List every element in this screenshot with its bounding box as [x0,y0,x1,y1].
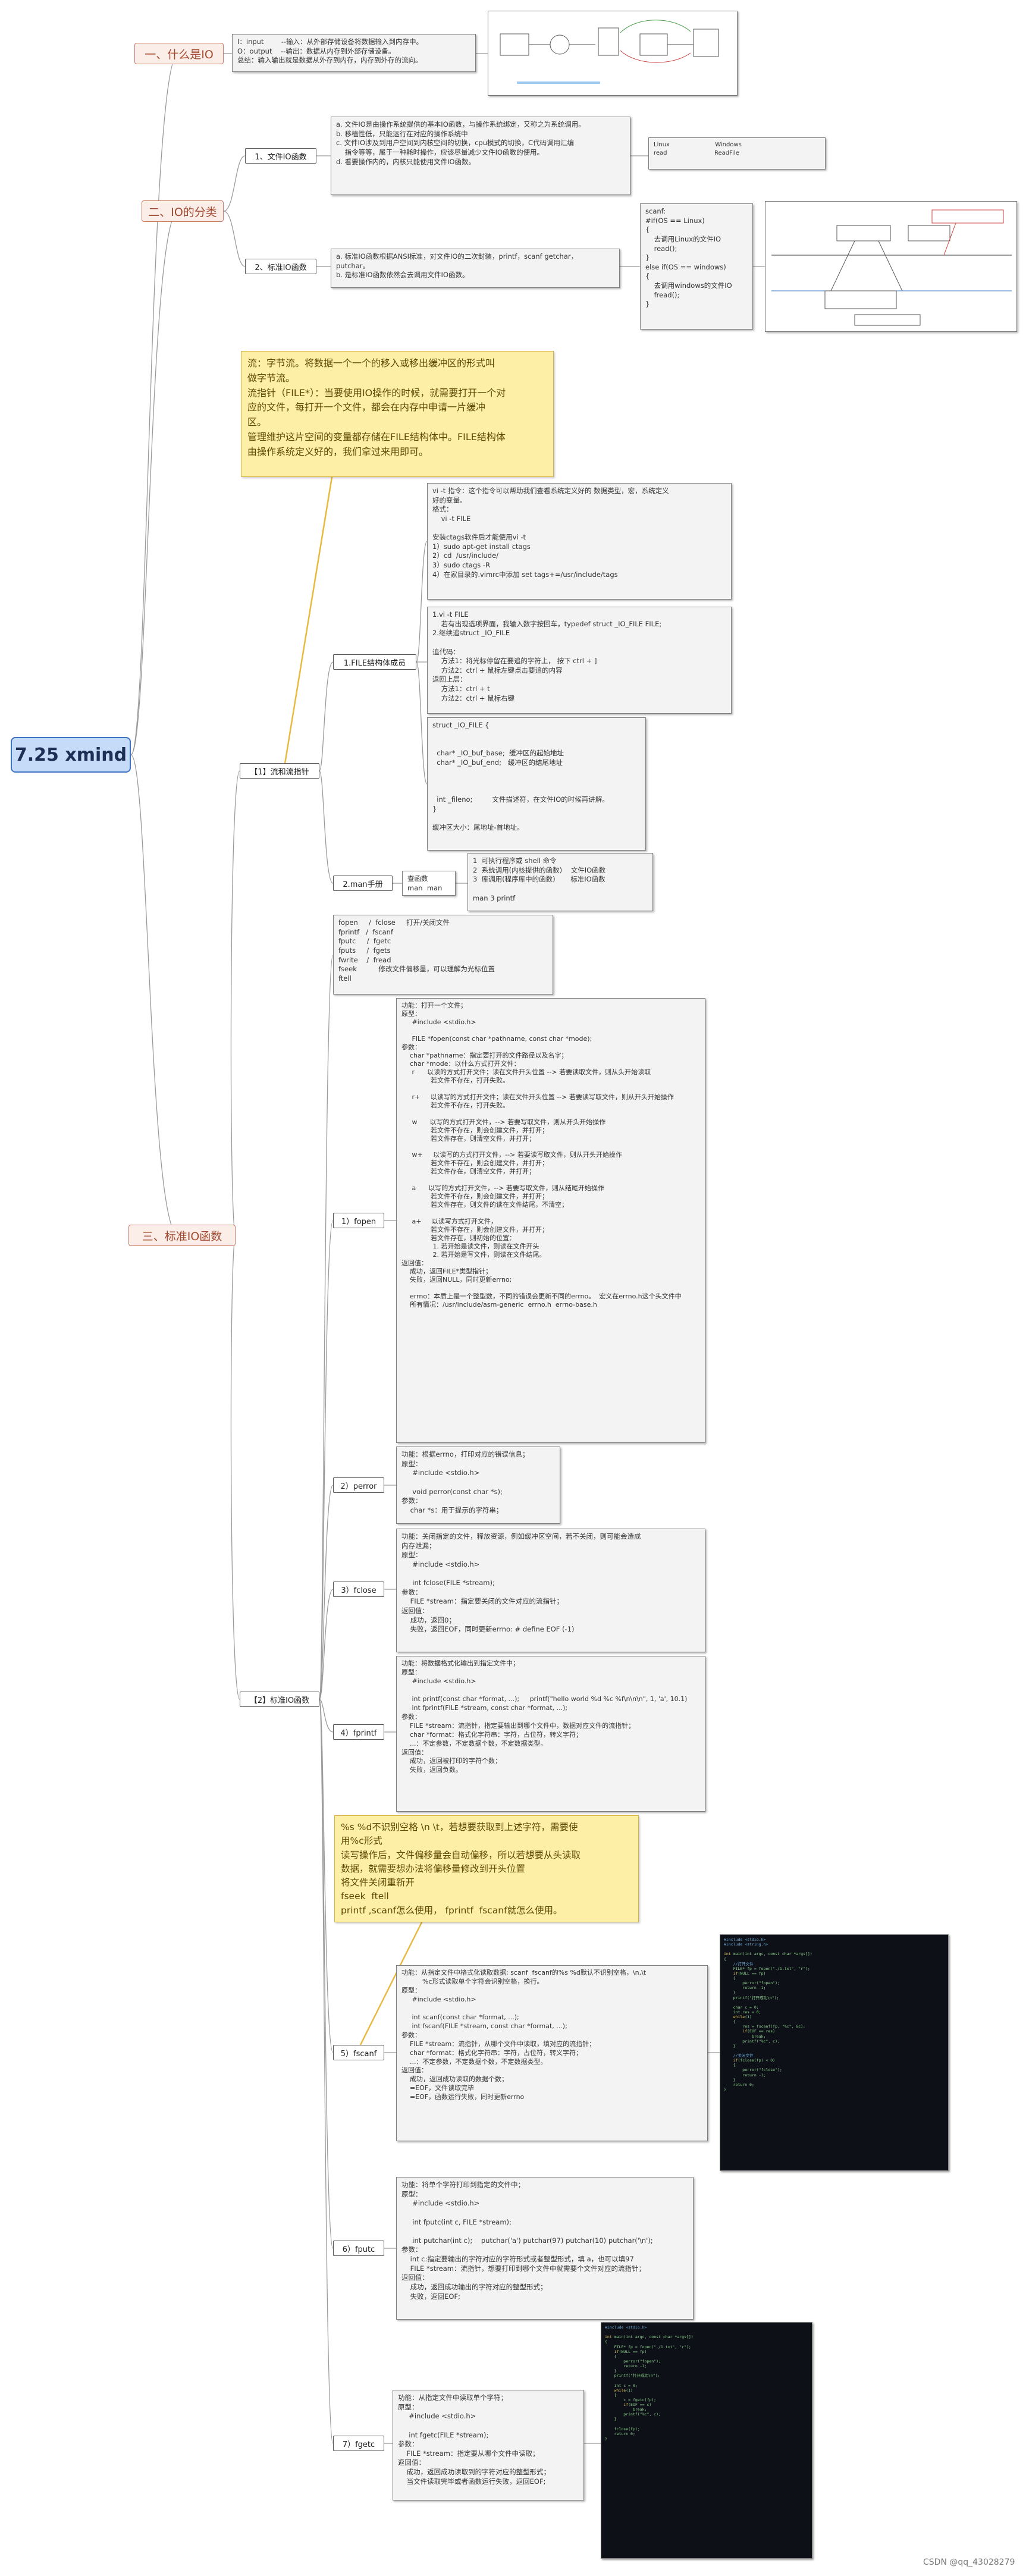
link-fscanf-yellow [356,1909,429,2053]
topic-standard-io-functions[interactable]: 【2】标准IO函数 [240,1692,319,1707]
io-flow-diagram [488,11,738,96]
file-io-note: a. 文件IO是由操作系统提供的基本IO函数，与操作系统绑定，又称之为系统调用。… [331,117,630,195]
fprintf-note: 功能：将数据格式化输出到指定文件中； 原型： #include <stdio.h… [396,1656,705,1812]
io-definition-note: I：input --输入：从外部存储设备将数据输入到内存中。 O：output … [232,34,476,72]
topic-label: 1）fopen [341,1217,376,1226]
topic-label: 1、文件IO函数 [255,152,307,162]
io-flow-sketch [500,20,719,84]
link-flow-filestruct [319,661,334,771]
link-root-s2 [130,211,179,755]
link-std-fscanf [319,1699,334,2053]
io-function-summary: fopen / fclose 打开/关闭文件 fprintf / fscanf … [333,915,553,994]
topic-fscanf[interactable]: 5）fscanf [333,2045,384,2060]
ctags-note: vi -t 指令：这个指令可以帮助我们查看系统定义好的 数据类型，宏，系统定义 … [427,483,732,600]
man-sections-note: 1 可执行程序或 shell 命令 2 系统调用(内核提供的函数) 文件IO函数… [467,853,653,911]
fscanf-code-screenshot: #include <stdio.h> #include <string.h> i… [720,1934,949,2171]
topic-perror[interactable]: 2）perror [333,1477,384,1493]
stdio-buffer-sketch [771,209,1012,326]
topic-label: 2）perror [340,1482,377,1491]
stream-pointer-tip: 流：字节流。将数据一个一个的移入或移出缓冲区的形式叫 做字节流。 流指针（FIL… [241,351,554,477]
link-filestruct-ctags [416,541,428,663]
link-std-fgetc [319,1699,334,2444]
topic-label: 5）fscanf [340,2049,377,2059]
root-node[interactable]: 7.25 xmind [11,737,131,773]
link-std-perror [319,1485,334,1700]
topic-file-struct-members[interactable]: 1.FILE结构体成员 [333,654,416,670]
man-query-note: 查函数 man man [402,871,456,896]
topic-fputc[interactable]: 6）fputc [333,2241,384,2256]
section-standard-io[interactable]: 三、标准IO函数 [128,1225,236,1246]
topic-label: 【1】流和流指针 [250,767,309,777]
topic-label: 4）fprintf [340,1728,377,1738]
vi-trace-note: 1.vi -t FILE 若有出现选项界面，我输入数字按回车，typedef s… [427,607,732,714]
perror-note: 功能：根据errno，打印对应的错误信息； 原型： #include <stdi… [396,1447,560,1524]
link-root-s1 [130,53,179,755]
section-label: 三、标准IO函数 [142,1229,222,1243]
topic-file-io[interactable]: 1、文件IO函数 [245,148,316,164]
fgetc-code-screenshot: #include <stdio.h> int main(int argc, co… [601,2322,812,2559]
topic-standard-io[interactable]: 2、标准IO函数 [245,259,316,274]
fscanf-usage-tip: %s %d不识别空格 \n \t，若想要获取到上述字符，需要使 用%c形式 读写… [334,1815,639,1922]
topic-fopen[interactable]: 1）fopen [333,1213,384,1228]
topic-label: 2、标准IO函数 [255,263,307,272]
root-label: 7.25 xmind [14,744,127,765]
topic-label: 【2】标准IO函数 [249,1696,310,1705]
topic-man-manual[interactable]: 2.man手册 [333,876,393,891]
link-flow-man [319,770,334,884]
section-label: 二、IO的分类 [148,205,217,219]
fputc-note: 功能：将单个字符打印到指定的文件中； 原型： #include <stdio.h… [396,2177,694,2320]
scanf-os-branch-code: scanf: #if(OS == Linux) { 去调用Linux的文件IO … [640,203,753,330]
link-s2-stdio [223,211,246,267]
link-std-fopen [319,1220,334,1700]
section-what-is-io[interactable]: 一、什么是IO [134,43,224,64]
section-io-classification[interactable]: 二、IO的分类 [142,200,224,222]
stdio-buffer-diagram [765,201,1017,332]
link-std-summary [319,955,334,1700]
link-s2-fileio [223,155,246,212]
fclose-note: 功能：关闭指定的文件，释放资源，例如缓冲区空间，若不关闭，则可能会造成 内存泄漏… [396,1529,705,1652]
topic-label: 6）fputc [342,2245,375,2254]
fgetc-note: 功能：从指定文件中读取单个字符； 原型： #include <stdio.h> … [393,2390,584,2500]
topic-label: 1.FILE结构体成员 [343,658,406,668]
link-s3-std [230,1235,240,1700]
csdn-watermark: CSDN @qq_43028279 [923,2558,1015,2567]
link-s3-flow [230,770,240,1236]
topic-fgetc[interactable]: 7）fgetc [333,2436,384,2451]
section-label: 一、什么是IO [145,48,214,61]
link-flow-yellow [283,469,334,768]
topic-label: 7）fgetc [342,2440,375,2449]
link-std-fclose [319,1589,334,1700]
topic-label: 2.man手册 [343,880,383,889]
fopen-note: 功能：打开一个文件； 原型： #include <stdio.h> FILE *… [396,998,705,1443]
link-root-s3 [130,754,179,1236]
topic-fprintf[interactable]: 4）fprintf [333,1724,384,1740]
fscanf-note: 功能：从指定文件中格式化读取数据; scanf fscanf的%s %d默认不识… [396,1965,708,2141]
standard-io-note: a. 标准IO函数根据ANSI标准，对文件IO的二次封装，printf，scan… [331,249,620,288]
topic-stream-and-pointer[interactable]: 【1】流和流指针 [240,763,319,779]
file-struct-note: struct _IO_FILE { char* _IO_buf_base; 缓冲… [427,717,646,851]
link-std-fprintf [319,1699,334,1733]
file-io-os-table: Linux Windows read ReadFile [648,137,826,170]
link-filestruct-struct [416,661,428,785]
topic-label: 3）fclose [341,1586,376,1595]
topic-fclose[interactable]: 3）fclose [333,1582,384,1597]
